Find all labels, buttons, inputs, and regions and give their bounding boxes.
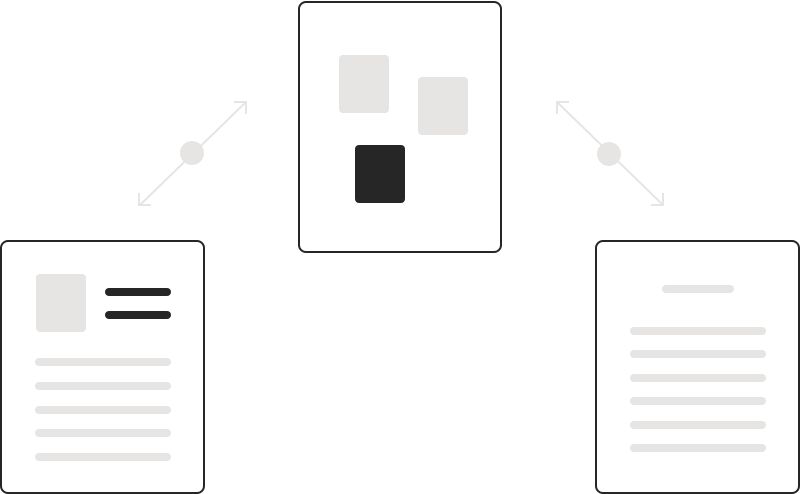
- heading-line: [105, 288, 171, 296]
- text-line: [630, 327, 766, 335]
- card-center-block-grid: [298, 1, 502, 253]
- arrowhead-icon: [138, 193, 151, 206]
- block-accent: [355, 145, 405, 203]
- text-line: [630, 397, 766, 405]
- block-placeholder: [339, 55, 389, 113]
- text-line: [35, 429, 171, 437]
- connector-left-center: [138, 101, 247, 206]
- text-line: [630, 444, 766, 452]
- text-line: [35, 358, 171, 366]
- arrowhead-icon: [556, 101, 569, 114]
- title-line: [662, 285, 734, 293]
- text-line: [630, 421, 766, 429]
- connector-center-right: [556, 101, 664, 206]
- card-right-text: [595, 240, 800, 494]
- arrowhead-icon: [651, 193, 664, 206]
- heading-line: [105, 311, 171, 319]
- connector-node: [597, 142, 621, 166]
- text-line: [35, 406, 171, 414]
- text-line: [35, 382, 171, 390]
- image-placeholder: [36, 274, 86, 332]
- text-line: [630, 374, 766, 382]
- text-line: [630, 350, 766, 358]
- text-line: [35, 453, 171, 461]
- connector-node: [180, 141, 204, 165]
- block-placeholder: [418, 77, 468, 135]
- card-left-image-text: [0, 240, 205, 494]
- arrowhead-icon: [234, 101, 247, 114]
